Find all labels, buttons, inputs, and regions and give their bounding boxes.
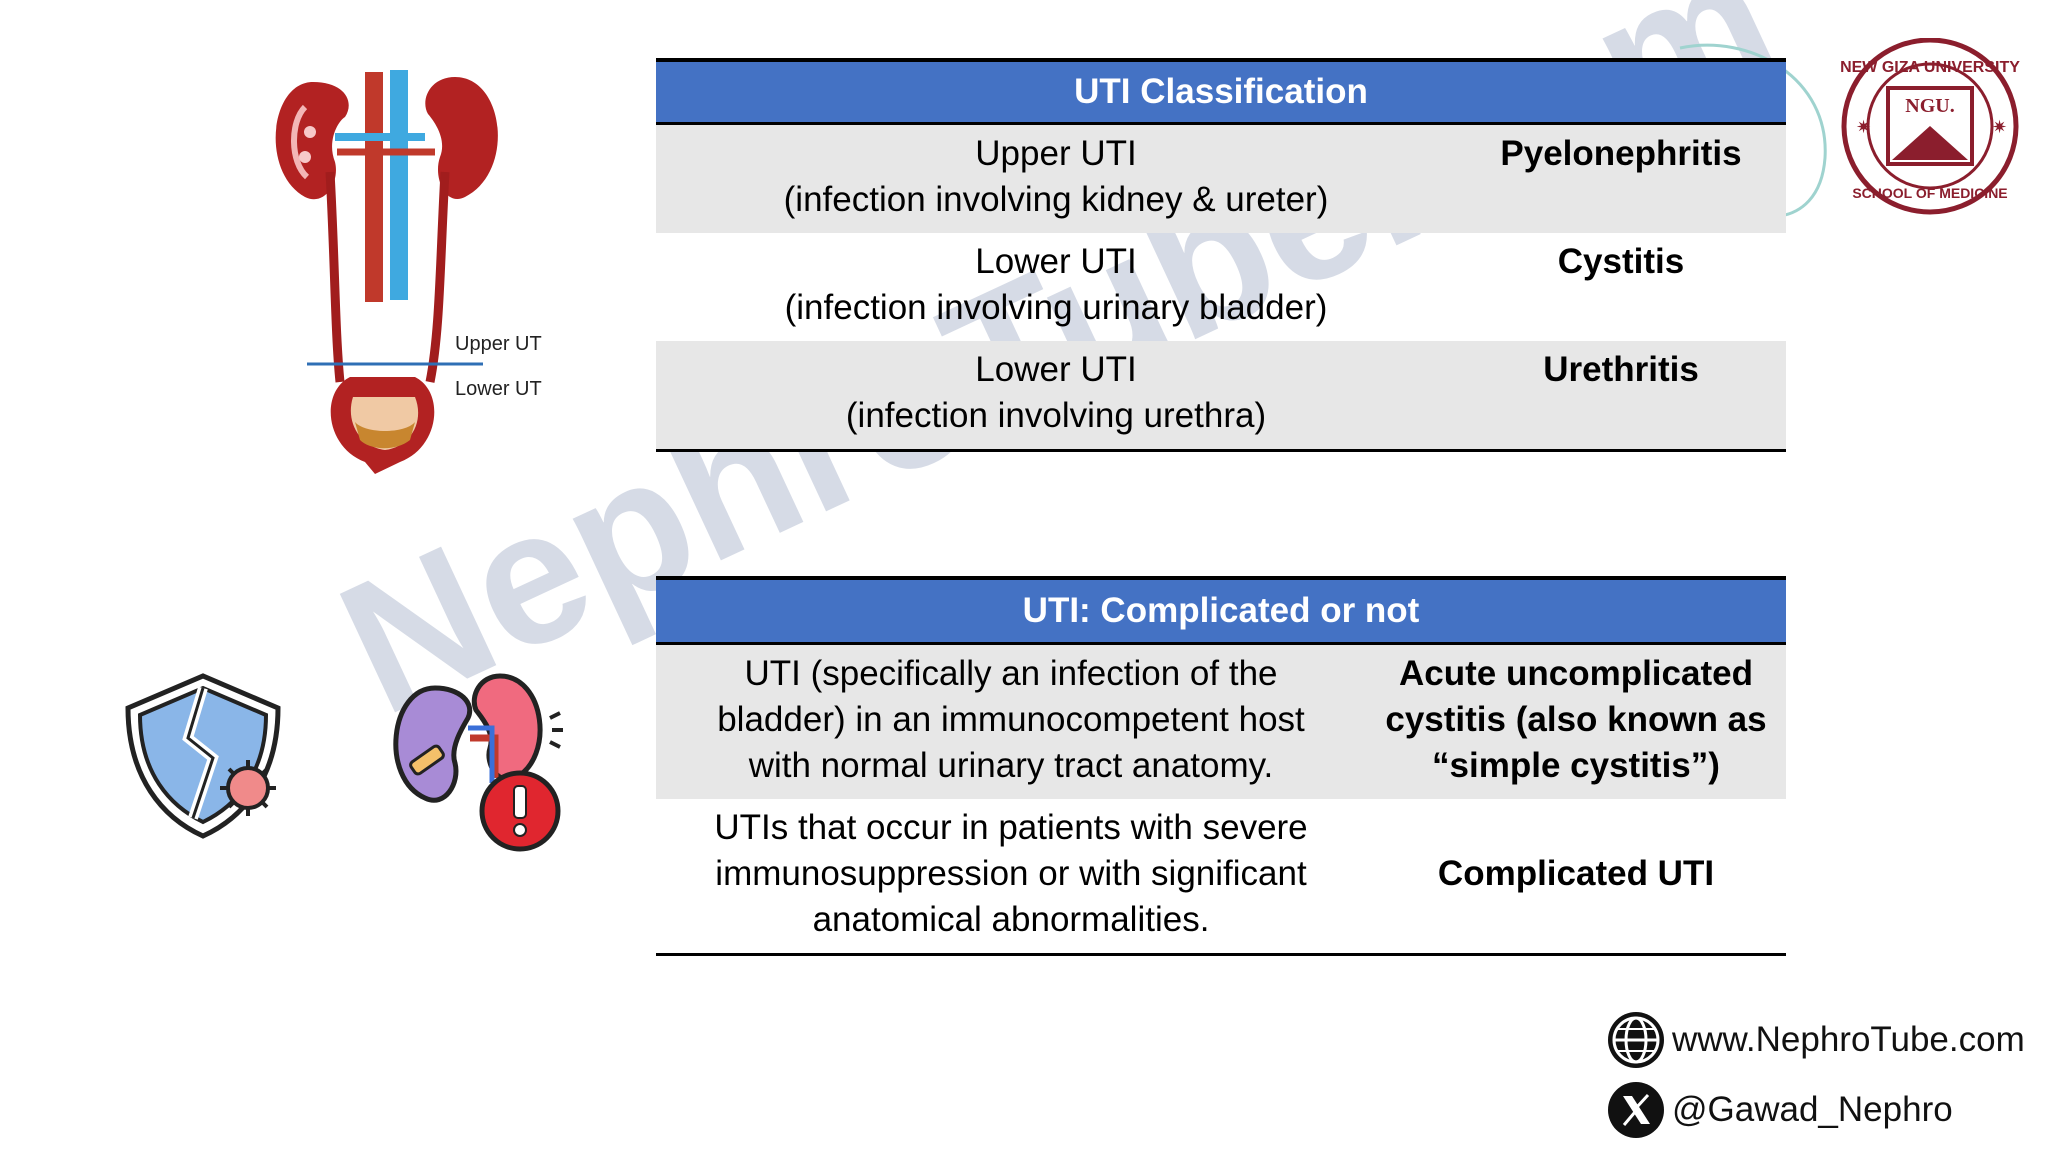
upper-ut-label: Upper UT bbox=[455, 333, 542, 355]
row-label: Upper UTI bbox=[975, 134, 1137, 173]
row-label: Lower UTI bbox=[975, 242, 1137, 281]
row-classification-line: cystitis (also known as bbox=[1385, 700, 1767, 739]
row-description-line: UTIs that occur in patients with severe bbox=[714, 808, 1308, 847]
table-row: UTIs that occur in patients with severe … bbox=[656, 799, 1786, 953]
table-row: UTI (specifically an infection of the bl… bbox=[656, 645, 1786, 799]
svg-text:✷: ✷ bbox=[1856, 117, 1871, 137]
anatomy-urinary-tract-icon bbox=[275, 70, 498, 474]
row-classification-line: “simple cystitis”) bbox=[1432, 746, 1720, 785]
row-label: Lower UTI bbox=[975, 350, 1137, 389]
table-row: Lower UTI (infection involving urethra) … bbox=[656, 341, 1786, 449]
globe-icon bbox=[1608, 1012, 1664, 1068]
row-description-line: with normal urinary tract anatomy. bbox=[748, 746, 1274, 785]
row-classification: Complicated UTI bbox=[1437, 854, 1715, 893]
table-row: Lower UTI (infection involving urinary b… bbox=[656, 233, 1786, 341]
broken-shield-virus-icon bbox=[125, 673, 281, 839]
table-row: Upper UTI (infection involving kidney & … bbox=[656, 125, 1786, 233]
handle-line[interactable]: @Gawad_Nephro bbox=[1608, 1082, 1953, 1138]
logo-abbr: NGU. bbox=[1905, 95, 1954, 117]
row-description: (infection involving kidney & ureter) bbox=[783, 180, 1329, 219]
row-description: (infection involving urinary bladder) bbox=[784, 288, 1328, 327]
row-description-line: immunosuppression or with significant bbox=[715, 854, 1307, 893]
website-link[interactable]: www.NephroTube.com bbox=[1672, 1020, 2025, 1059]
row-description-line: UTI (specifically an infection of the bbox=[744, 654, 1278, 693]
row-classification: Pyelonephritis bbox=[1500, 134, 1742, 173]
row-classification: Cystitis bbox=[1557, 242, 1685, 281]
row-classification-line: Acute uncomplicated bbox=[1399, 654, 1753, 693]
table-header: UTI Classification bbox=[656, 62, 1786, 125]
kidney-warning-icon bbox=[393, 673, 563, 852]
lower-ut-label: Lower UT bbox=[455, 378, 542, 400]
row-description: (infection involving urethra) bbox=[845, 396, 1267, 435]
table-header: UTI: Complicated or not bbox=[656, 580, 1786, 645]
logo-ring-bottom: SCHOOL OF MEDICINE bbox=[1852, 185, 2007, 201]
svg-text:✷: ✷ bbox=[1992, 117, 2007, 137]
x-logo-icon bbox=[1608, 1082, 1664, 1138]
uti-classification-table: UTI Classification Upper UTI (infection … bbox=[656, 58, 1786, 452]
row-description-line: bladder) in an immunocompetent host bbox=[717, 700, 1305, 739]
university-logo: NEW GIZA UNIVERSITY SCHOOL OF MEDICINE N… bbox=[1679, 38, 2020, 218]
row-description-line: anatomical abnormalities. bbox=[812, 900, 1210, 939]
uti-complicated-table: UTI: Complicated or not UTI (specificall… bbox=[656, 576, 1786, 956]
logo-ring-top: NEW GIZA UNIVERSITY bbox=[1840, 59, 2020, 76]
row-classification: Urethritis bbox=[1543, 350, 1699, 389]
social-handle-link[interactable]: @Gawad_Nephro bbox=[1672, 1090, 1953, 1129]
website-line[interactable]: www.NephroTube.com bbox=[1608, 1012, 2025, 1068]
